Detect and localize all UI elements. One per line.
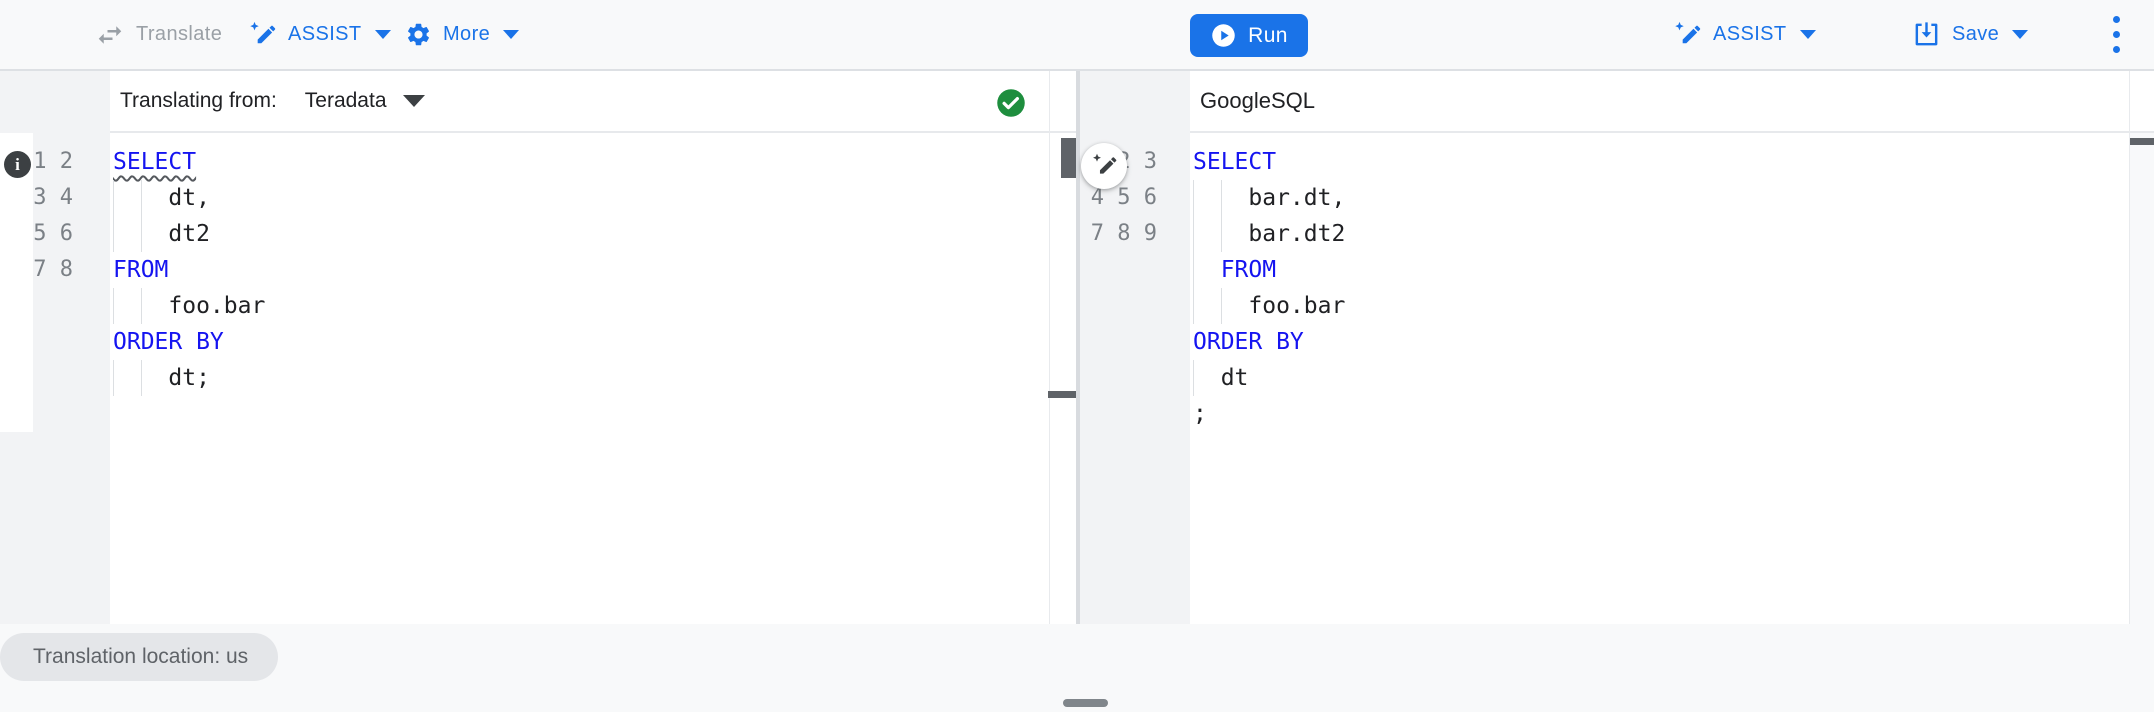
- code-line: SELECT: [113, 149, 197, 175]
- source-line-numbers: 1 2 3 4 5 6 7 8: [33, 149, 73, 282]
- indent-guide: [113, 360, 114, 396]
- code-line: foo.bar: [1193, 288, 1345, 324]
- chevron-down-icon: [503, 30, 520, 39]
- run-label: Run: [1248, 23, 1288, 47]
- overflow-menu-button[interactable]: [2105, 0, 2127, 69]
- target-scrollbar-thumb[interactable]: [2130, 138, 2154, 145]
- magic-pen-icon: [1672, 20, 1702, 50]
- indent-guide: [1193, 180, 1194, 216]
- indent-guide: [113, 180, 114, 216]
- chevron-down-icon: [2012, 30, 2029, 39]
- indent-guide: [1220, 216, 1222, 252]
- assist-button-right[interactable]: ASSIST: [1672, 0, 1816, 69]
- translate-button[interactable]: Translate: [95, 0, 222, 69]
- code-line: FROM: [113, 257, 169, 283]
- save-button[interactable]: Save: [1912, 0, 2029, 69]
- code-line: dt: [1193, 360, 1345, 396]
- more-button[interactable]: More: [405, 0, 520, 69]
- chevron-down-icon: [374, 30, 391, 39]
- code-line: foo.bar: [113, 288, 265, 324]
- target-panel-header: GoogleSQL: [1190, 71, 2154, 133]
- translate-label: Translate: [136, 23, 223, 45]
- indent-guide: [1193, 252, 1194, 288]
- source-editor-border: [1049, 71, 1050, 624]
- panel-divider[interactable]: [1076, 71, 1080, 624]
- magic-pen-icon: [1090, 152, 1118, 180]
- assist-label: ASSIST: [288, 23, 362, 45]
- indent-guide: [1220, 288, 1222, 324]
- source-panel-header: Translating from: Teradata: [110, 71, 1076, 133]
- indent-guide: [1193, 216, 1194, 252]
- target-editor-surface[interactable]: [1190, 133, 2129, 624]
- assist-button-left[interactable]: ASSIST: [247, 0, 391, 69]
- code-line: dt,: [113, 180, 265, 216]
- code-line: bar.dt2: [1193, 216, 1345, 252]
- save-label: Save: [1952, 23, 2000, 45]
- indent-guide: [140, 288, 142, 324]
- code-line: ;: [1193, 401, 1207, 427]
- play-circle-icon: [1210, 22, 1237, 49]
- indent-guide: [140, 360, 142, 396]
- dialect-value: Teradata: [304, 89, 387, 112]
- source-horizontal-scrollbar-thumb[interactable]: [1048, 391, 1077, 398]
- editor-toolbar: Translate ASSIST More Run: [0, 0, 2154, 71]
- code-line: dt2: [113, 216, 265, 252]
- translation-location-chip: Translation location: us: [0, 633, 279, 681]
- target-editor-border: [2129, 71, 2130, 624]
- info-annotation-icon[interactable]: i: [4, 151, 31, 178]
- assist-magic-pen-fab[interactable]: [1081, 143, 1127, 189]
- magic-pen-icon: [247, 20, 277, 50]
- indent-guide: [1220, 180, 1222, 216]
- indent-guide: [113, 288, 114, 324]
- indent-guide: [140, 216, 142, 252]
- indent-guide: [140, 180, 142, 216]
- code-line: dt;: [113, 360, 265, 396]
- source-annotation-gutter: [0, 133, 33, 432]
- assist-label: ASSIST: [1713, 23, 1787, 45]
- resize-drag-handle[interactable]: [1063, 699, 1108, 707]
- gear-icon: [405, 21, 432, 48]
- save-icon: [1912, 20, 1941, 49]
- source-dialect-dropdown[interactable]: Teradata: [305, 89, 425, 113]
- swap-arrows-icon: [95, 20, 125, 50]
- more-label: More: [443, 23, 491, 45]
- chevron-down-icon: [1799, 30, 1816, 39]
- code-line: SELECT: [1193, 149, 1277, 175]
- chevron-down-icon: [402, 95, 425, 107]
- valid-check-icon: [996, 88, 1026, 118]
- indent-guide: [1193, 288, 1194, 324]
- code-line: [113, 396, 265, 432]
- code-line: FROM: [1193, 252, 1345, 288]
- source-vertical-scrollbar-thumb[interactable]: [1061, 138, 1076, 178]
- code-line: [1193, 432, 1345, 468]
- code-line: bar.dt,: [1193, 180, 1345, 216]
- code-line: ORDER BY: [1193, 329, 1304, 355]
- run-button[interactable]: Run: [1190, 14, 1308, 57]
- indent-guide: [1193, 360, 1194, 396]
- target-dialect-label: GoogleSQL: [1200, 88, 1315, 113]
- source-editor-surface[interactable]: [110, 133, 1076, 624]
- translating-from-label: Translating from:: [120, 89, 277, 112]
- indent-guide: [113, 216, 114, 252]
- code-line: ORDER BY: [113, 329, 224, 355]
- translation-location-label: Translation location: us: [33, 645, 249, 668]
